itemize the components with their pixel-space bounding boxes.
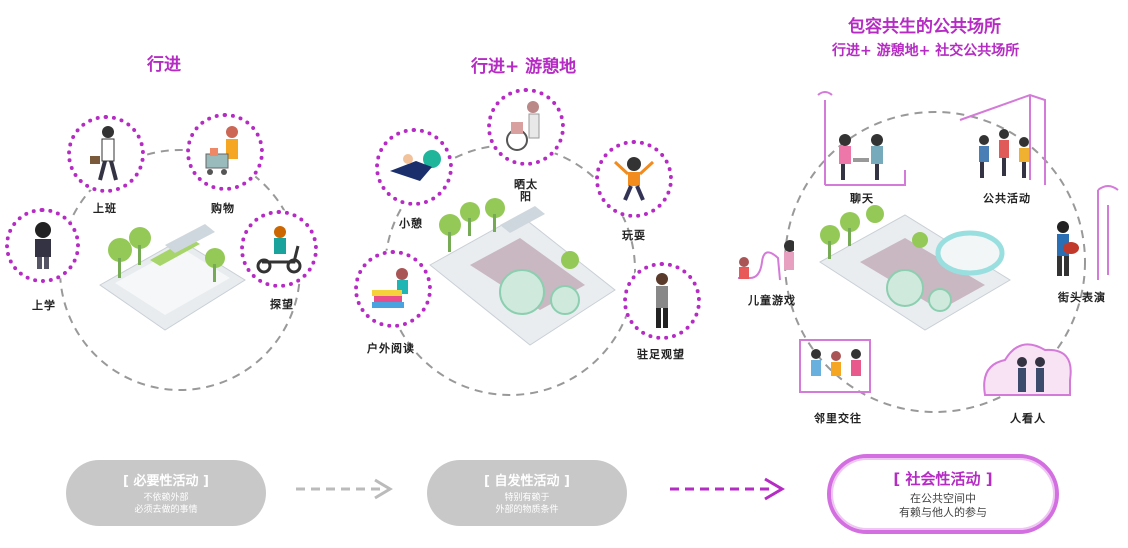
scooter-rider-icon [256,226,302,274]
label-street-perform: 街头表演 [1058,291,1106,304]
plaza-illustration-1 [99,224,246,331]
ring-visit [240,210,318,288]
label-public-event: 公共活动 [983,192,1031,205]
guitarist-icon [1057,221,1079,276]
category-head-social: [ 社会性活动 ] [893,470,993,488]
category-line2-necessary: 必须去做的事情 [134,505,198,515]
chatting-people-icon [839,134,883,180]
stage2-title: 行进+ 游憩地 [471,57,577,77]
label-rest: 小憩 [399,217,423,230]
neighbors-icon [811,349,861,376]
label-people-watching: 人看人 [1010,412,1046,425]
label-chat: 聊天 [850,192,874,205]
people-watching-icon [1017,357,1045,392]
label-kids-game: 儿童游戏 [748,294,796,307]
reading-person-icon [372,268,408,308]
label-play: 玩耍 [622,229,646,242]
category-line2-spontaneous: 外部的物质条件 [495,505,559,515]
stage1-title: 行进 [147,55,181,75]
stage3-dashed-circle [784,111,1086,413]
category-pill-spontaneous: [ 自发性活动 ] 特别有赖于 外部的物质条件 [427,460,627,526]
playing-child-icon [613,157,655,201]
category-line1-necessary: 不依赖外部 [143,493,189,503]
label-watch: 驻足观望 [637,348,685,361]
public-event-icon [979,129,1029,178]
ring-commute [67,115,145,193]
label-visit: 探望 [270,298,294,311]
stage3-decor-frames [738,91,1119,396]
arrow-stage1-to-2 [296,478,393,500]
stage3-title: 包容共生的公共场所 [848,17,1001,37]
label-shopping: 购物 [211,202,235,215]
label-reading: 户外阅读 [367,342,415,355]
commuter-icon [90,126,118,181]
wheelchair-icon [506,101,540,151]
label-neighbors: 邻里交往 [814,412,862,425]
ring-play [595,140,673,218]
category-pill-necessary: [ 必要性活动 ] 不依赖外部 必须去做的事情 [66,460,266,526]
ring-watch [623,262,701,340]
resting-person-icon [390,150,441,181]
category-head-spontaneous: [ 自发性活动 ] [484,474,570,489]
ring-sunbathe [487,88,565,166]
arrow-stage2-to-3 [670,477,785,501]
category-head-necessary: [ 必要性活动 ] [123,474,209,489]
ring-reading [354,250,432,328]
ring-shopping [186,113,264,191]
label-sunbathe-2: 阳 [520,190,532,203]
category-line1-social: 在公共空间中 [910,492,976,505]
shopper-icon [205,126,238,175]
plaza-illustration-2 [429,198,616,346]
category-line2-social: 有赖与他人的参与 [899,506,987,519]
stage3-subtitle: 行进+ 游憩地+ 社交公共场所 [832,43,1020,59]
ring-rest [375,128,453,206]
category-pill-social: [ 社会性活动 ] 在公共空间中 有赖与他人的参与 [827,454,1059,534]
ring-school [5,208,80,283]
standing-person-icon [656,273,668,328]
label-commute: 上班 [93,202,117,215]
student-icon [34,221,51,269]
plaza-illustration-3 [819,205,1011,331]
label-school: 上学 [32,299,56,312]
category-line1-spontaneous: 特别有赖于 [504,493,550,503]
child-play-icon [739,240,794,279]
label-sunbathe-1: 晒太 [514,178,538,191]
